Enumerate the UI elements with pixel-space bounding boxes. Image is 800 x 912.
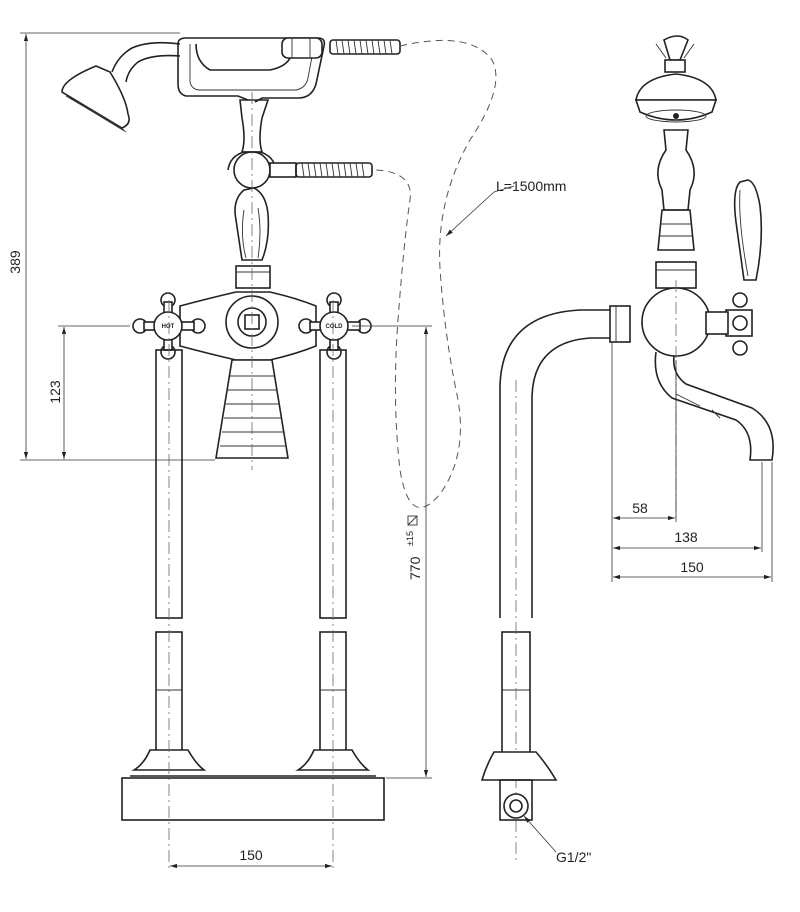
- dim-150-bottom-label: 150: [239, 847, 263, 863]
- dimension-pipe-spacing: 150: [170, 847, 332, 869]
- handset-cradle: [61, 37, 401, 133]
- mixer-body: HOT COLD: [132, 291, 372, 459]
- dimension-770: 770 ±15: [352, 325, 432, 779]
- dimension-123: 123: [47, 325, 130, 459]
- dim-138-label: 138: [674, 529, 698, 545]
- dimension-58: 58: [613, 500, 675, 521]
- hot-handle: HOT: [132, 292, 206, 360]
- flexible-hose: [375, 39, 497, 508]
- hot-label: HOT: [162, 324, 175, 330]
- right-pipe: [295, 300, 371, 868]
- front-view: 389 123: [7, 32, 432, 869]
- side-view: G1/2" 58 138 150: [480, 35, 774, 865]
- upper-column: [227, 99, 373, 289]
- thread-label: G1/2": [556, 849, 591, 865]
- dim-150-side-label: 150: [680, 559, 704, 575]
- hose-length-label: L=1500mm: [496, 178, 566, 194]
- base-block: [121, 777, 385, 821]
- dim-770-tolerance: ±15: [405, 531, 415, 546]
- dim-770-label: 770: [407, 556, 423, 580]
- dim-389-label: 389: [7, 250, 23, 274]
- dimension-389: 389: [7, 32, 215, 461]
- dimension-150-side: 150: [613, 559, 771, 580]
- dim-58-label: 58: [632, 500, 648, 516]
- left-pipe: [131, 300, 207, 868]
- cold-label: COLD: [326, 324, 344, 330]
- cold-handle: COLD: [298, 292, 372, 360]
- dim-123-label: 123: [47, 380, 63, 404]
- dimension-138: 138: [613, 529, 761, 551]
